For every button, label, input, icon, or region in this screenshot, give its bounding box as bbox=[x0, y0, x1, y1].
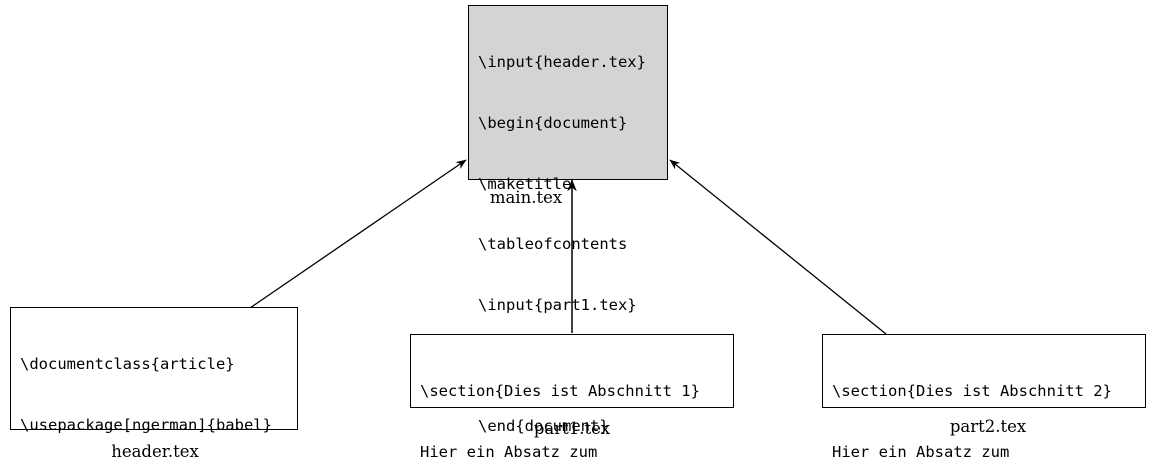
code-line: \begin{document} bbox=[478, 114, 628, 133]
edge-header-to-main bbox=[249, 159, 467, 309]
code-line: Hier ein Absatz zum bbox=[832, 443, 1010, 462]
node-label-header-tex: header.tex bbox=[111, 442, 199, 461]
code-line: \maketitle bbox=[478, 174, 572, 193]
code-line: \input{part1.tex} bbox=[478, 295, 637, 314]
code-line: \section{Dies ist Abschnitt 1} bbox=[420, 382, 700, 401]
code-line: \documentclass{article} bbox=[20, 355, 235, 374]
node-main-tex[interactable]: \input{header.tex} \begin{document} \mak… bbox=[468, 5, 668, 435]
node-label-part2-tex: part2.tex bbox=[949, 417, 1027, 436]
code-line: \end{document} bbox=[478, 417, 609, 436]
code-line: \usepackage[ngerman]{babel} bbox=[20, 416, 272, 435]
node-label-part1-tex: part1.tex bbox=[533, 419, 611, 438]
code-line: \input{header.tex} bbox=[478, 53, 646, 72]
code-line: \section{Dies ist Abschnitt 2} bbox=[832, 382, 1112, 401]
node-label-main-tex: main.tex bbox=[489, 188, 563, 207]
node-part1-tex[interactable]: \section{Dies ist Abschnitt 1} Hier ein … bbox=[410, 334, 734, 461]
edge-part2-to-main bbox=[669, 159, 887, 335]
code-line: \tableofcontents bbox=[478, 235, 628, 254]
code-line: Hier ein Absatz zum bbox=[420, 443, 598, 462]
node-part2-tex[interactable]: \section{Dies ist Abschnitt 2} Hier ein … bbox=[822, 334, 1146, 461]
node-header-tex[interactable]: \documentclass{article} \usepackage[nger… bbox=[10, 307, 298, 434]
